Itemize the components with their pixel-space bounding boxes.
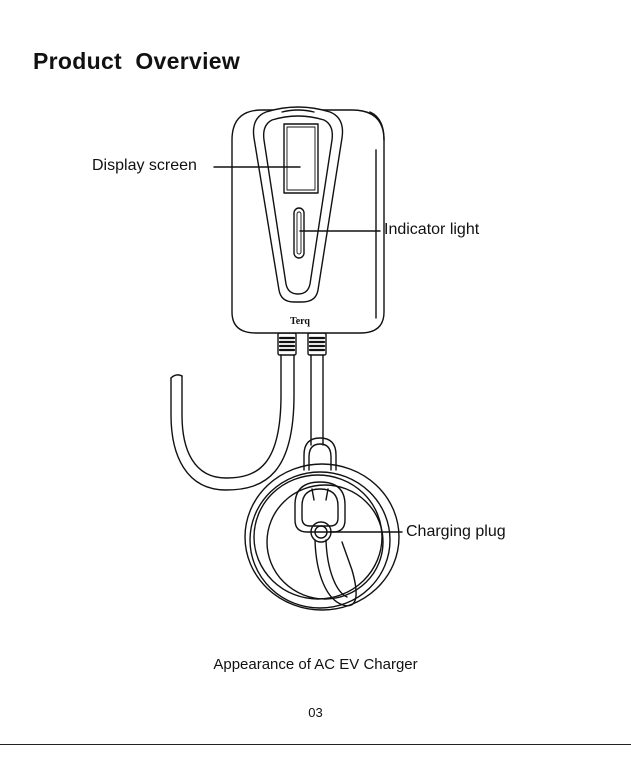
charging-cable [311,355,323,445]
input-cable [171,355,294,490]
page-number: 03 [0,705,631,720]
device-logo: Terq [290,316,310,327]
figure-caption: Appearance of AC EV Charger [0,656,631,673]
charger-housing [232,107,384,333]
display-screen-label: Display screen [92,157,197,175]
left-strain-relief [278,333,296,355]
footer-rule [0,744,631,745]
indicator-light-label: Indicator light [384,221,479,239]
right-strain-relief [308,333,326,355]
cable-coil [245,464,399,610]
charging-plug-label: Charging plug [406,523,506,541]
